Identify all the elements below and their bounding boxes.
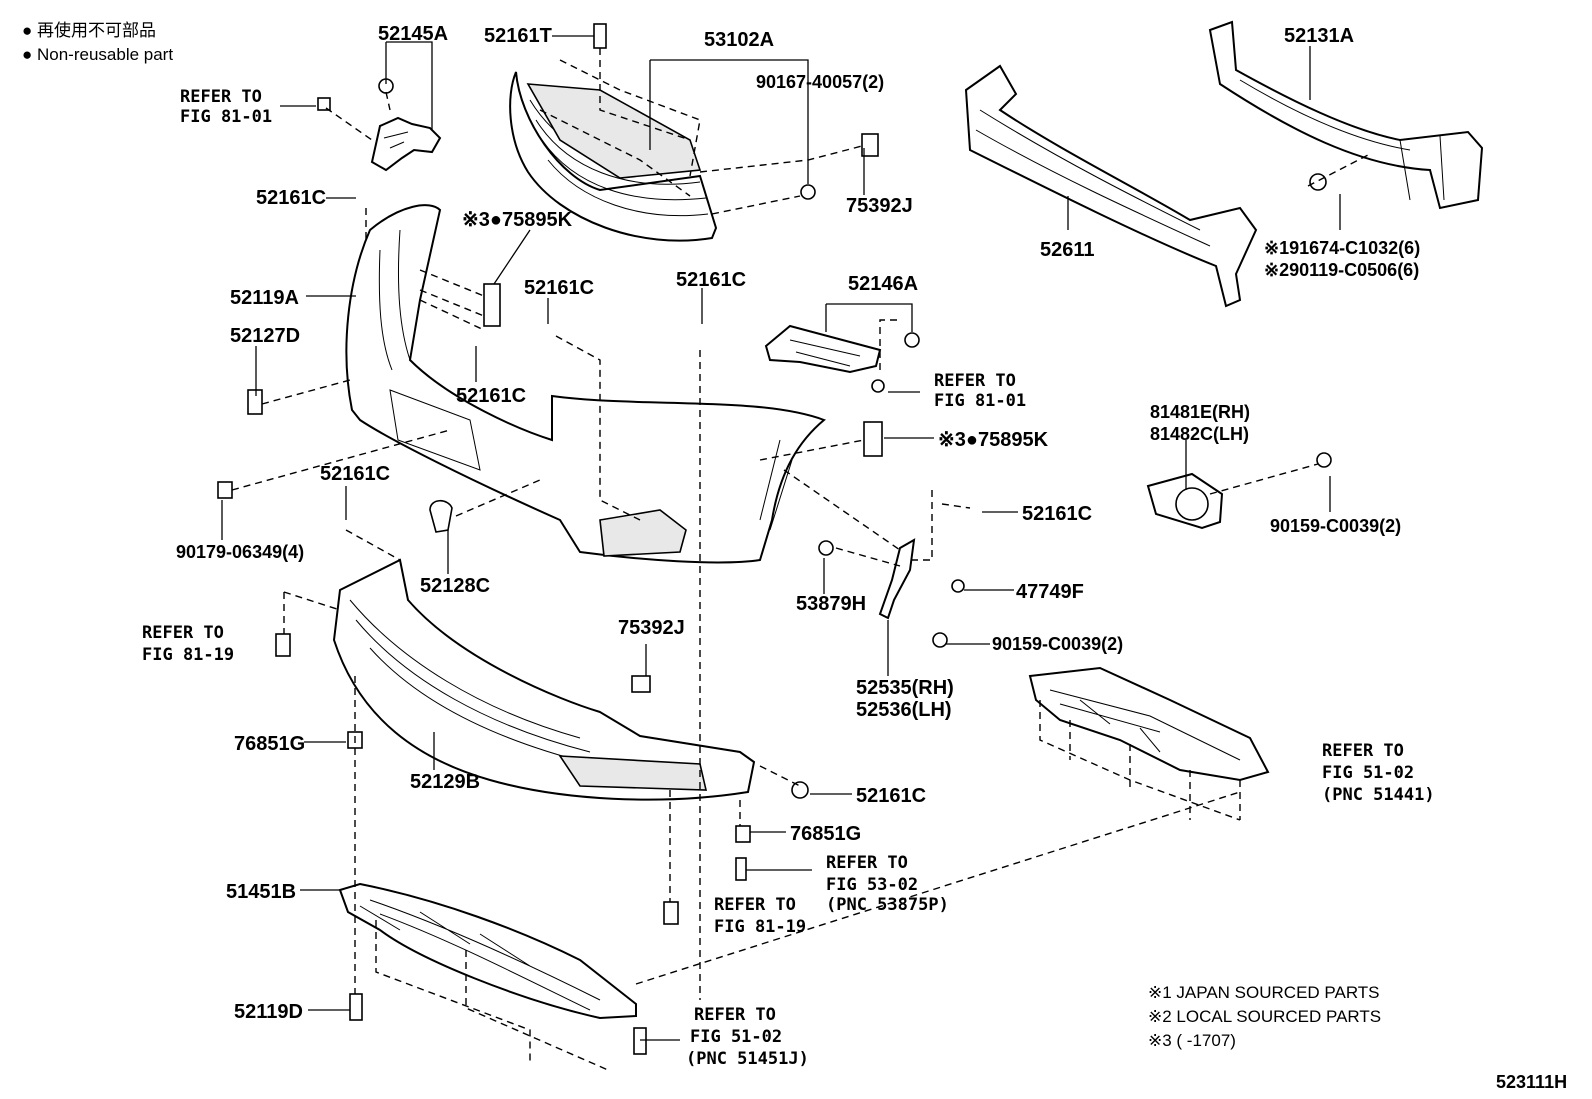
label-52119A[interactable]: 52119A: [230, 287, 299, 309]
guide-lines: [231, 48, 1371, 1071]
refer-labels: REFER TO FIG 81-01 REFER TO FIG 81-01 RE…: [142, 87, 1435, 1069]
label-75895K-1[interactable]: ※3●75895K: [462, 209, 573, 231]
label-52119D[interactable]: 52119D: [234, 1001, 303, 1023]
label-52611[interactable]: 52611: [1040, 239, 1095, 261]
refer-fig-81-19-a-line1[interactable]: REFER TO: [142, 623, 224, 643]
refer-fig-81-01-a-line2[interactable]: FIG 81-01: [180, 107, 272, 127]
refer-fig-81-19-b-line1[interactable]: REFER TO: [714, 895, 796, 915]
bracket-52145A: [317, 78, 442, 172]
refer-fig-81-01-a-line1[interactable]: REFER TO: [180, 87, 262, 107]
label-76851G-1[interactable]: 76851G: [234, 733, 305, 755]
label-90159-C0039-2[interactable]: 90159-C0039(2): [992, 634, 1123, 654]
refer-fig-81-19-a-line2[interactable]: FIG 81-19: [142, 645, 234, 665]
legend-line-1: ● 再使用不可部品: [22, 20, 156, 40]
label-90119-C0506[interactable]: ※290119-C0506(6): [1264, 260, 1419, 280]
refer-fig-53-02-line3[interactable]: (PNC 53875P): [826, 895, 949, 915]
label-52161T[interactable]: 52161T: [484, 25, 552, 47]
label-52127D[interactable]: 52127D: [230, 325, 300, 347]
refer-fig-51-02-b-line2[interactable]: FIG 51-02: [690, 1027, 782, 1047]
label-52161C-6[interactable]: 52161C: [1022, 503, 1092, 525]
label-52536[interactable]: 52536(LH): [856, 699, 952, 721]
refer-fig-51-02-a-line2[interactable]: FIG 51-02: [1322, 763, 1414, 783]
part-labels: 52145A 52161T 53102A 52131A 90167-40057(…: [176, 23, 1567, 1092]
bracket-52535: [818, 538, 965, 648]
label-90167-40057[interactable]: 90167-40057(2): [756, 72, 884, 92]
refer-fig-81-01-b-line2[interactable]: FIG 81-01: [934, 391, 1026, 411]
label-52161C-3[interactable]: 52161C: [676, 269, 746, 291]
label-91674-C1032[interactable]: ※191674-C1032(6): [1264, 238, 1420, 258]
legend-line-2: ● Non-reusable part: [22, 45, 173, 64]
label-75392J-mid[interactable]: 75392J: [618, 617, 685, 639]
refer-fig-51-02-a-line3[interactable]: (PNC 51441): [1322, 785, 1435, 805]
label-52161C-7[interactable]: 52161C: [856, 785, 926, 807]
label-76851G-2[interactable]: 76851G: [790, 823, 861, 845]
label-81482C[interactable]: 81482C(LH): [1150, 424, 1249, 444]
diagram-id: 523111H: [1496, 1072, 1567, 1092]
label-47749F[interactable]: 47749F: [1016, 581, 1084, 603]
note-3: ※3 ( -1707): [1148, 1031, 1236, 1050]
label-51451B[interactable]: 51451B: [226, 881, 296, 903]
label-52145A[interactable]: 52145A: [378, 23, 448, 45]
label-75895K-2[interactable]: ※3●75895K: [938, 429, 1049, 451]
label-81481E[interactable]: 81481E(RH): [1150, 402, 1250, 422]
label-52128C[interactable]: 52128C: [420, 575, 490, 597]
bumper-cover-52119A: [217, 204, 883, 564]
notes: ※1 JAPAN SOURCED PARTS ※2 LOCAL SOURCED …: [1148, 983, 1381, 1050]
absorber-52131A: [1208, 20, 1484, 210]
note-2: ※2 LOCAL SOURCED PARTS: [1148, 1007, 1381, 1026]
bracket-52146A: [764, 324, 920, 393]
undercover-51441: [1028, 666, 1270, 782]
refer-fig-53-02-line2[interactable]: FIG 53-02: [826, 875, 918, 895]
label-52129B[interactable]: 52129B: [410, 771, 480, 793]
label-52161C-2[interactable]: 52161C: [524, 277, 594, 299]
refer-fig-51-02-b-line1[interactable]: REFER TO: [694, 1005, 776, 1025]
label-52161C-1[interactable]: 52161C: [256, 187, 326, 209]
label-52535[interactable]: 52535(RH): [856, 677, 954, 699]
refer-fig-81-19-b-line2[interactable]: FIG 81-19: [714, 917, 806, 937]
refer-fig-51-02-a-line1[interactable]: REFER TO: [1322, 741, 1404, 761]
label-53102A[interactable]: 53102A: [704, 29, 774, 51]
legend: ● 再使用不可部品 ● Non-reusable part: [22, 20, 173, 64]
label-52146A[interactable]: 52146A: [848, 273, 918, 295]
label-90159-C0039-1[interactable]: 90159-C0039(2): [1270, 516, 1401, 536]
label-90179-06349[interactable]: 90179-06349(4): [176, 542, 304, 562]
label-52131A[interactable]: 52131A: [1284, 25, 1354, 47]
lower-bumper-52129B: [275, 558, 809, 925]
refer-fig-81-01-b-line1[interactable]: REFER TO: [934, 371, 1016, 391]
refer-fig-53-02-line1[interactable]: REFER TO: [826, 853, 908, 873]
label-53879H[interactable]: 53879H: [796, 593, 866, 615]
grille-53102A: [509, 23, 879, 242]
label-75392J-top[interactable]: 75392J: [846, 195, 913, 217]
leader-lines: [221, 35, 1341, 1041]
refer-fig-51-02-b-line3[interactable]: (PNC 51451J): [686, 1049, 809, 1069]
undercover-51451B: [338, 882, 647, 1055]
label-52161C-4[interactable]: 52161C: [456, 385, 526, 407]
foglamp-cover-81481E: [1146, 452, 1332, 530]
reinforcement-52611: [964, 64, 1258, 308]
label-52161C-5[interactable]: 52161C: [320, 463, 390, 485]
note-1: ※1 JAPAN SOURCED PARTS: [1148, 983, 1380, 1002]
